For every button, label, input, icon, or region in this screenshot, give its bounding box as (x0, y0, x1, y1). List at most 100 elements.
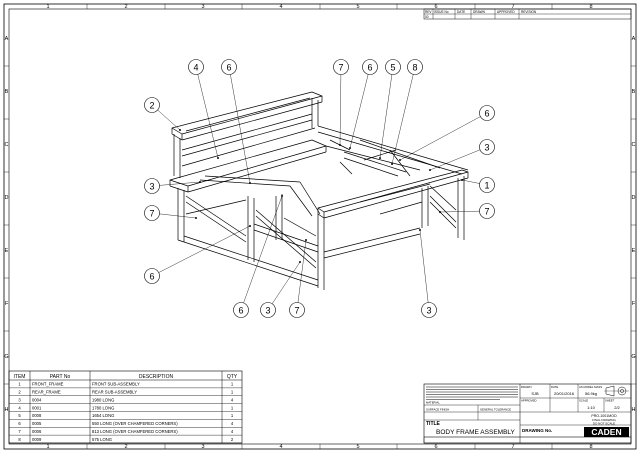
item-balloon: 6 (144, 268, 160, 284)
approved-header: APPROVED (497, 10, 515, 14)
parts-cell-description: 1654 LONG (92, 413, 114, 418)
scale-value: 1:10 (587, 405, 596, 410)
item-balloon: 7 (289, 302, 305, 318)
balloon-label: 3 (484, 142, 489, 152)
balloon-leader-line (391, 74, 414, 165)
rear-frame-posts (173, 98, 319, 178)
balloon-label: 7 (294, 305, 299, 315)
weight-value: 56.9kg (585, 391, 597, 396)
row-ref-label: F (632, 301, 636, 307)
item-balloon: 1 (479, 177, 495, 193)
balloon-leader-line (230, 74, 251, 184)
leader-dot (379, 156, 382, 159)
revision-header: REVISION (521, 10, 537, 14)
parts-cell-qty: 4 (231, 429, 234, 434)
balloon-leader-line (461, 179, 480, 184)
row-ref-label: E (632, 248, 636, 254)
item-balloon: 8 (407, 59, 423, 75)
leader-dot (439, 210, 442, 213)
parts-cell-description: 1980 LONG (92, 397, 114, 402)
parts-cell-item: 6 (18, 421, 21, 426)
sheet-label: SHEET (605, 399, 615, 403)
leader-dot (305, 238, 308, 241)
middle-diagonal-members (339, 139, 441, 177)
parts-cell-part-no: FRONT_FRAME (32, 382, 64, 387)
balloon-label: 3 (149, 181, 154, 191)
top-side-rails (317, 125, 469, 175)
row-ref-label: B (632, 89, 636, 95)
parts-cell-item: 3 (18, 397, 21, 402)
row-ref-label: H (5, 407, 9, 413)
parts-cell-part-no: 0008 (32, 413, 42, 418)
parts-cell-item: 7 (18, 429, 21, 434)
row-ref-label: D (632, 195, 636, 201)
column-ref-label: 5 (356, 444, 359, 450)
item-balloon: 7 (333, 59, 349, 75)
parts-cell-description: 813 LONG (OVER CHAMFERED CORNERS) (92, 429, 178, 434)
date-header: DATE (457, 10, 465, 14)
balloon-leaders (157, 74, 481, 304)
item-balloon: 6 (479, 105, 495, 121)
drawing-title: BODY FRAME ASSEMBLY (436, 429, 516, 436)
balloon-leader-line (159, 213, 197, 219)
title-label: TITLE (426, 421, 441, 427)
balloon-leader-line (297, 239, 307, 303)
row-ref-label: H (632, 407, 636, 413)
column-ref-label: 6 (434, 4, 437, 10)
leader-dot (349, 146, 352, 149)
balloon-label: 7 (338, 62, 343, 72)
leader-dot (391, 162, 394, 165)
row-ref-label: D (5, 195, 9, 201)
balloon-leader-line (349, 74, 369, 149)
item-balloon: 6 (221, 59, 237, 75)
row-ref-label: A (5, 36, 9, 42)
parts-header-qty: QTY (227, 374, 238, 380)
frame-isometric-view (169, 91, 469, 290)
item-balloon: 3 (479, 139, 495, 155)
column-ref-label: 8 (589, 4, 592, 10)
balloon-label: 5 (390, 62, 395, 72)
parts-cell-description: 1780 LONG (92, 405, 114, 410)
leader-dot (399, 158, 402, 161)
sheet-value: 2/2 (614, 405, 620, 410)
parts-cell-description: FRONT SUB-ASSEMBLY (92, 382, 140, 387)
parts-cell-item: 5 (18, 413, 21, 418)
column-ref-label: 3 (201, 4, 204, 10)
project-number: PRO-1001MOD (591, 414, 617, 418)
date-value: 20/01/2016 (554, 391, 575, 396)
rev-value: 00 (425, 15, 429, 19)
item-balloon: 6 (233, 302, 249, 318)
sheet-index-boxes (423, 436, 632, 444)
rear-frame-top-rail (171, 91, 323, 141)
balloon-leader-line (158, 225, 251, 273)
date-label: DATE (551, 385, 558, 389)
balloon-label: 6 (367, 62, 372, 72)
parts-header-description: DESCRIPTION (139, 374, 174, 380)
balloon-leader-line (419, 229, 429, 303)
balloon-leader-line (429, 149, 481, 171)
parts-cell-part-no: 0001 (32, 405, 42, 410)
caden-logo: CADEN (584, 427, 629, 437)
issue-header: ISSUE No (434, 10, 449, 14)
row-ref-label: G (631, 354, 635, 360)
leader-dot (339, 143, 342, 146)
leader-dot (248, 224, 251, 227)
balloon-label: 8 (412, 62, 417, 72)
rev-header: REV (425, 10, 432, 14)
parts-cell-part-no: 0005 (32, 421, 42, 426)
row-ref-label: F (5, 301, 9, 307)
parts-cell-description: REAR SUB-ASSEMBLY (92, 390, 137, 395)
leader-dot (429, 168, 432, 171)
parts-cell-description: 550 LONG (OVER CHAMFERED CORNERS) (92, 421, 178, 426)
drawn-label: DRAWN (521, 385, 531, 389)
parts-cell-item: 4 (18, 405, 21, 410)
balloon-label: 6 (149, 271, 154, 281)
balloon-leader-line (399, 116, 481, 161)
row-ref-label: C (632, 142, 636, 148)
scale-label: SCALE (579, 399, 588, 403)
leader-dot (299, 261, 302, 264)
row-ref-label: C (5, 142, 9, 148)
